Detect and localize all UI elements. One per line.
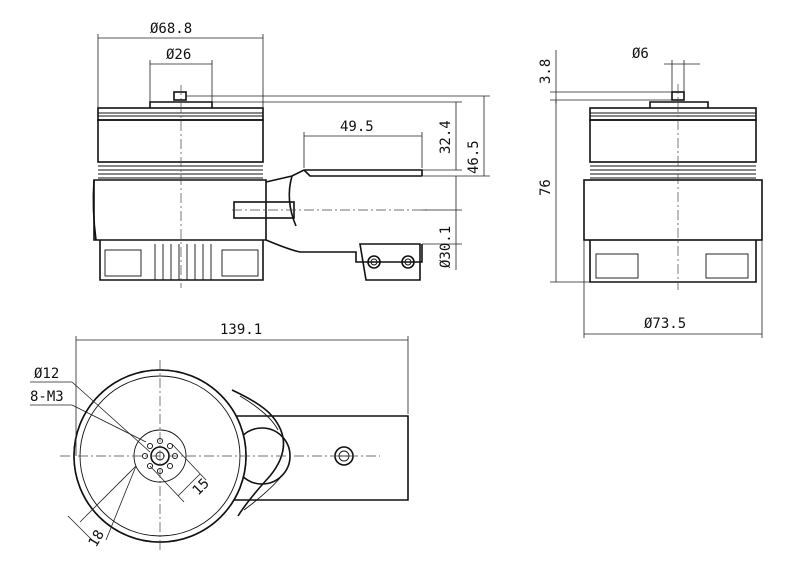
dim-arm-length: 49.5 <box>340 119 374 135</box>
arm-lower-edge <box>265 239 423 263</box>
front-view <box>92 85 430 288</box>
base-cooling-slots <box>104 244 259 280</box>
mount-hole-2 <box>401 255 415 269</box>
dim-height-arm: 32.4 <box>438 120 454 154</box>
dim-screw-spec: 8-M3 <box>30 389 64 405</box>
shaft-tip <box>173 91 187 101</box>
stator-fins <box>97 112 264 179</box>
dim-outer-pcd: 18 <box>86 527 108 550</box>
top-view <box>60 360 409 552</box>
dim-base-diameter: Ø73.5 <box>644 316 686 332</box>
dim-arm-tube: Ø30.1 <box>438 226 454 268</box>
mount-hole-1 <box>367 255 381 269</box>
bell-top <box>97 107 264 121</box>
dim-shaft-top: 3.8 <box>538 59 554 84</box>
mount-bracket <box>359 243 421 281</box>
dim-shaft-boss: Ø26 <box>166 47 191 63</box>
base-block <box>99 240 264 281</box>
side-view <box>583 84 763 290</box>
side-view-dimensions: Ø6 3.8 76 Ø73.5 <box>538 46 763 338</box>
dim-total-length: 139.1 <box>220 322 262 338</box>
dim-total-height: 76 <box>538 179 554 196</box>
dim-shaft-diameter: Ø6 <box>632 46 649 62</box>
shaft-boss <box>149 101 213 108</box>
front-view-dimensions: Ø68.8 Ø26 49.5 32.4 46.5 Ø30.1 <box>97 21 490 270</box>
dim-height-total-arm: 46.5 <box>466 140 482 174</box>
top-arm-tube <box>228 415 409 501</box>
dim-bolt-circle: Ø12 <box>34 366 59 382</box>
top-view-dimensions: 139.1 Ø12 8-M3 15 18 <box>30 322 409 550</box>
dim-outer-diameter: Ø68.8 <box>150 21 192 37</box>
side-housing <box>583 179 763 241</box>
